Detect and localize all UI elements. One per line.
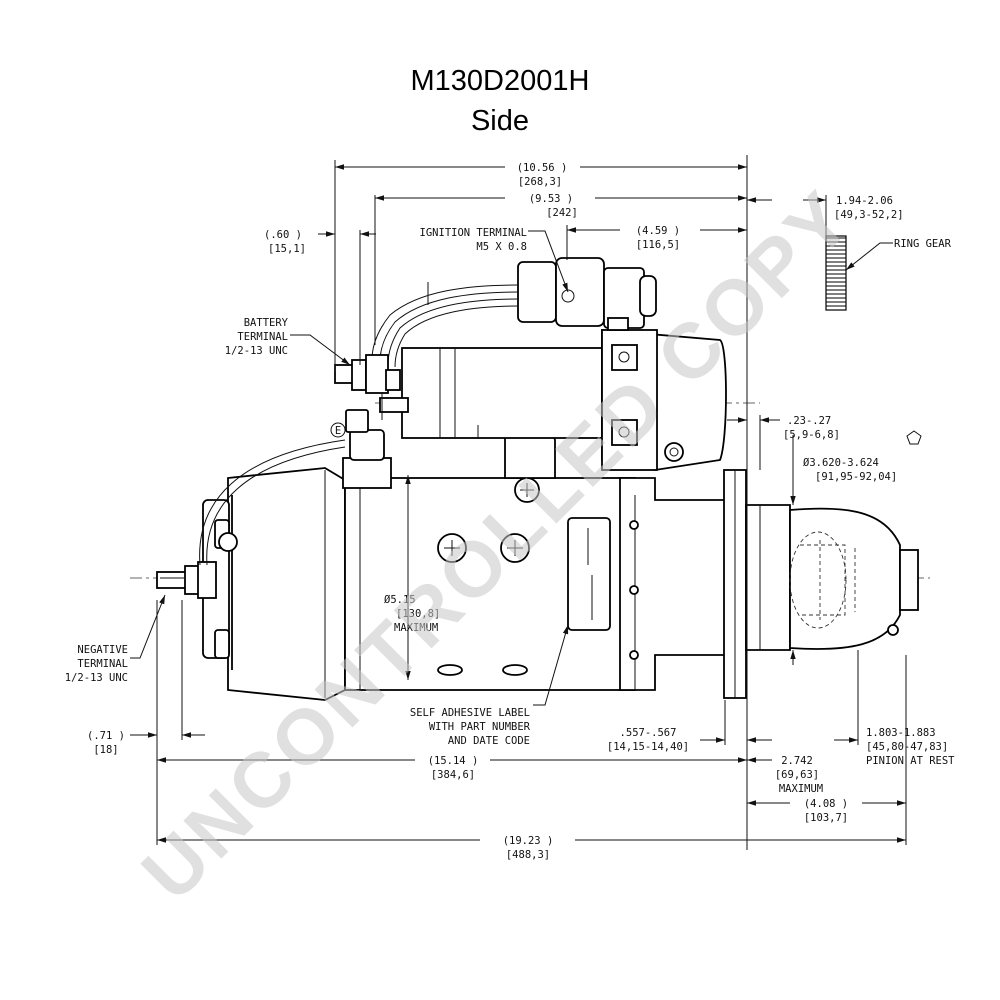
dimension-to-flange: (9.53 ) [242] — [529, 193, 578, 219]
svg-text:[130,8]: [130,8] — [396, 608, 440, 620]
frame-screw-1 — [437, 533, 467, 563]
svg-text:(19.23 ): (19.23 ) — [503, 835, 554, 847]
drawing-model-number: M130D2001H — [411, 65, 590, 97]
dimension-flange-thickness: .23-.27 [5,9-6,8] — [783, 415, 840, 441]
svg-text:Ø3.620-3.624: Ø3.620-3.624 — [803, 457, 879, 469]
svg-text:(10.56 ): (10.56 ) — [517, 162, 568, 174]
ground-mark-symbol: E — [330, 422, 346, 438]
drawing-view-name: Side — [471, 105, 529, 137]
svg-text:M5 X 0.8: M5 X 0.8 — [476, 241, 527, 253]
dimension-negative-offset: (.71 ) [18] — [87, 730, 125, 756]
callout-ignition-terminal: IGNITION TERMINAL M5 X 0.8 — [420, 227, 527, 253]
dimension-ignition-offset: (4.59 ) [116,5] — [636, 225, 680, 251]
starter-motor-body — [156, 409, 919, 701]
svg-text:[103,7]: [103,7] — [804, 812, 848, 824]
svg-text:[69,63]: [69,63] — [775, 769, 819, 781]
callout-self-adhesive-label: SELF ADHESIVE LABEL WITH PART NUMBER AND… — [410, 707, 531, 747]
dimension-battery-offset: (.60 ) [15,1] — [264, 229, 306, 255]
svg-text:[18]: [18] — [93, 744, 118, 756]
svg-text:[49,3-52,2]: [49,3-52,2] — [834, 209, 904, 221]
svg-text:SELF ADHESIVE LABEL: SELF ADHESIVE LABEL — [410, 707, 530, 719]
solenoid — [334, 257, 727, 471]
svg-text:TERMINAL: TERMINAL — [237, 331, 288, 343]
svg-text:(.60 ): (.60 ) — [264, 229, 302, 241]
svg-text:E: E — [335, 425, 341, 437]
svg-text:AND DATE CODE: AND DATE CODE — [448, 735, 530, 747]
dimension-pinion-rest: 1.803-1.883 [45,80-47,83] PINION AT REST — [866, 727, 955, 767]
callout-battery-terminal: BATTERY TERMINAL 1/2-13 UNC — [225, 317, 289, 357]
svg-text:IGNITION TERMINAL: IGNITION TERMINAL — [420, 227, 527, 239]
svg-text:[91,95-92,04]: [91,95-92,04] — [815, 471, 897, 483]
pentagon-symbol-icon — [906, 430, 922, 445]
dimension-pinion-travel: 2.742 [69,63] MAXIMUM — [775, 755, 823, 795]
svg-text:[488,3]: [488,3] — [506, 849, 550, 861]
dimension-lines — [130, 164, 906, 843]
svg-text:[268,3]: [268,3] — [518, 176, 562, 188]
svg-text:[116,5]: [116,5] — [636, 239, 680, 251]
svg-text:PINION AT REST: PINION AT REST — [866, 755, 955, 767]
dimension-overall-top: (10.56 ) [268,3] — [517, 162, 568, 188]
frame-screw-2 — [500, 533, 530, 563]
svg-text:(9.53 ): (9.53 ) — [529, 193, 573, 205]
svg-text:.23-.27: .23-.27 — [787, 415, 831, 427]
dimension-pilot-diameter: Ø3.620-3.624 [91,95-92,04] — [803, 430, 922, 483]
svg-text:.557-.567: .557-.567 — [620, 727, 677, 739]
svg-text:(15.14 ): (15.14 ) — [428, 755, 479, 767]
dimension-nose-overall: (4.08 ) [103,7] — [804, 798, 848, 824]
svg-text:NEGATIVE: NEGATIVE — [77, 644, 128, 656]
battery-terminal-stud — [334, 354, 401, 394]
svg-text:[5,9-6,8]: [5,9-6,8] — [783, 429, 840, 441]
svg-text:1.94-2.06: 1.94-2.06 — [836, 195, 893, 207]
dimension-overall-length: (19.23 ) [488,3] — [503, 835, 554, 861]
svg-text:1/2-13 UNC: 1/2-13 UNC — [225, 345, 288, 357]
dimension-body-diameter: Ø5.15 [130,8] MAXIMUM — [384, 594, 440, 634]
svg-text:BATTERY: BATTERY — [244, 317, 289, 329]
svg-text:RING GEAR: RING GEAR — [894, 238, 952, 250]
svg-text:MAXIMUM: MAXIMUM — [779, 783, 823, 795]
svg-text:MAXIMUM: MAXIMUM — [394, 622, 438, 634]
callout-leaders — [130, 230, 893, 706]
ring-gear — [825, 235, 847, 311]
svg-text:[14,15-14,40]: [14,15-14,40] — [607, 741, 689, 753]
svg-text:[15,1]: [15,1] — [268, 243, 306, 255]
svg-text:[45,80-47,83]: [45,80-47,83] — [866, 741, 948, 753]
svg-text:(4.08 ): (4.08 ) — [804, 798, 848, 810]
svg-text:WITH PART NUMBER: WITH PART NUMBER — [429, 721, 531, 733]
svg-text:(4.59 ): (4.59 ) — [636, 225, 680, 237]
dimension-nose-length: .557-.567 [14,15-14,40] — [607, 727, 689, 753]
svg-text:Ø5.15: Ø5.15 — [384, 594, 416, 606]
dimension-ring-gear-gap: 1.94-2.06 [49,3-52,2] — [834, 195, 904, 221]
svg-text:1.803-1.883: 1.803-1.883 — [866, 727, 936, 739]
svg-text:[384,6]: [384,6] — [431, 769, 475, 781]
dimension-main-length: (15.14 ) [384,6] — [428, 755, 479, 781]
callout-ring-gear: RING GEAR — [894, 238, 952, 250]
negative-terminal-stud — [156, 561, 217, 599]
svg-text:TERMINAL: TERMINAL — [77, 658, 128, 670]
part-number-label — [567, 517, 611, 631]
svg-text:[242]: [242] — [546, 207, 578, 219]
svg-text:2.742: 2.742 — [781, 755, 813, 767]
svg-text:1/2-13 UNC: 1/2-13 UNC — [65, 672, 128, 684]
svg-text:(.71 ): (.71 ) — [87, 730, 125, 742]
callout-negative-terminal: NEGATIVE TERMINAL 1/2-13 UNC — [65, 644, 128, 684]
